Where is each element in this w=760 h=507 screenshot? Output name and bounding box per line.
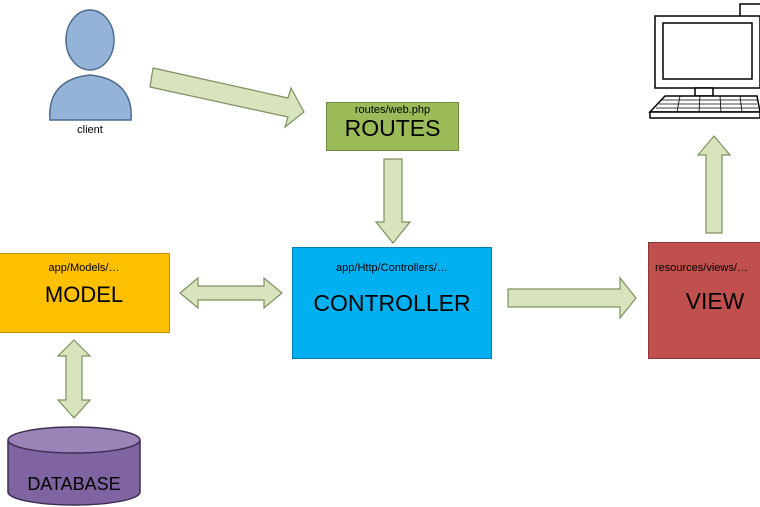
arrow-routes-to-controller bbox=[374, 158, 412, 244]
routes-box: routes/web.php ROUTES bbox=[326, 102, 459, 151]
database-cylinder bbox=[7, 426, 141, 506]
routes-path-label: routes/web.php bbox=[354, 104, 431, 116]
controller-title: CONTROLLER bbox=[313, 290, 471, 316]
arrow-model-controller bbox=[179, 276, 283, 310]
arrow-model-database bbox=[56, 339, 92, 419]
computer-icon bbox=[648, 3, 760, 119]
user-icon bbox=[49, 9, 132, 121]
model-title: MODEL bbox=[44, 282, 124, 307]
model-box: app/Models/… MODEL bbox=[0, 253, 170, 333]
controller-path-label: app/Http/Controllers/… bbox=[336, 262, 448, 274]
arrow-controller-to-view bbox=[507, 276, 637, 320]
model-path-label: app/Models/… bbox=[48, 262, 120, 274]
arrow-client-to-routes bbox=[149, 67, 305, 129]
arrow-view-to-computer bbox=[696, 135, 732, 234]
view-title: VIEW bbox=[685, 288, 745, 314]
controller-box: app/Http/Controllers/… CONTROLLER bbox=[292, 247, 492, 359]
database-title: DATABASE bbox=[27, 474, 121, 494]
client-label: client bbox=[77, 124, 103, 136]
routes-title: ROUTES bbox=[344, 115, 441, 141]
view-box: resources/views/… VIEW bbox=[648, 242, 760, 359]
view-path-label: resources/views/… bbox=[655, 262, 748, 274]
